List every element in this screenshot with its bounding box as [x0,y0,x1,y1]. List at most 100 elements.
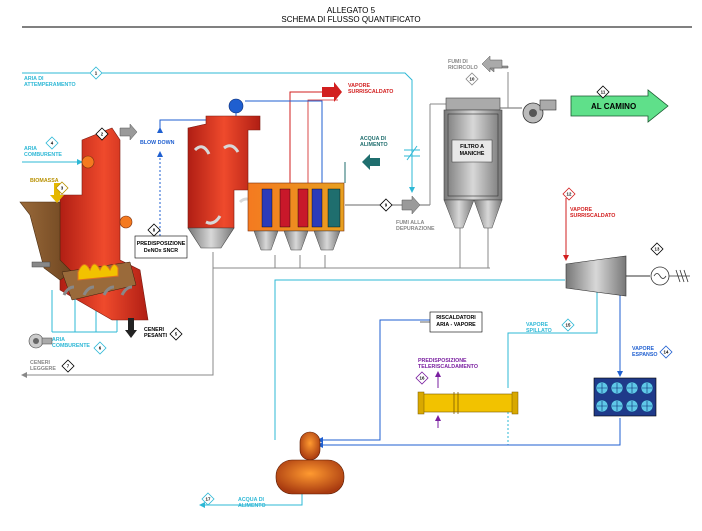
flow-number-7: 7 [61,359,75,373]
flow-number-17: 17 [201,492,215,506]
label-ceneri-leggere-1: CENERI [30,360,51,366]
label-vapore-spillato-2: SPILLATO [526,328,552,334]
acqua-in-arrow [362,154,380,170]
generator-symbol [653,273,667,279]
label-acqua-alimento-bottom-1: ACQUA DI [238,497,265,503]
biomassa-arrow [50,195,64,203]
id-fan [522,99,557,124]
steam-line-top [289,91,322,190]
label-aria-comburente-bottom-1: ARIA [52,337,65,343]
heater-return [317,319,430,443]
flow-number-14: 14 [659,345,673,359]
steam-drum [228,98,244,114]
flow-number-8: 8 [147,223,161,237]
label-vapore-espanso-1: VAPORE [632,346,654,352]
sh-bundle-3 [297,188,309,228]
label-fumi-ricircolo-1: FUMI DI [448,59,468,65]
filter-hopper-2 [473,199,503,229]
flow-number-4: 4 [45,136,59,150]
sh-bundle-1 [261,188,273,228]
label-filtro-2: MANICHE [460,151,485,157]
steam-line-2 [307,99,338,190]
turbine [565,255,627,297]
flow-number-16: 16 [415,371,429,385]
filter-inner [447,113,499,197]
conv-hopper-2 [283,230,309,251]
filter-top [445,97,501,111]
ricircolo-arrow-head [481,55,503,73]
sh-bundle-2 [279,188,291,228]
label-vapore-surriscaldato-top-1: VAPORE [348,83,370,89]
flow-number-2: 2 [95,127,109,141]
ceneri-pesanti-arrow [125,330,137,338]
label-aria-comburente-top-2: COMBURENTE [24,152,62,158]
label-vapore-espanso-2: ESPANSO [632,352,658,358]
label-aria-attemperamento-1: ARIA DI [24,76,44,82]
label-vapore-surriscaldato-right-2: SURRISCALDATO [570,213,615,219]
svg-text:9: 9 [385,203,388,208]
condenser-fan-blades [642,383,652,393]
label-fumi-depurazione-1: FUMI ALLA [396,220,425,226]
svg-text:15: 15 [566,323,571,328]
condenser-fan-blades [627,383,637,393]
svg-text:2: 2 [101,132,104,137]
label-fumi-ricircolo-2: RICIRCOLO [448,65,478,71]
vapore-out-arrow [322,82,342,102]
filter-label-box [451,139,493,163]
drum-water-2 [245,100,323,190]
label-aria-comburente-bottom-2: COMBURENTE [52,343,90,349]
label-aria-comburente-top-1: ARIA [24,146,37,152]
gas-swirl-2 [223,144,240,153]
air-nozzles [62,285,133,296]
grid-connection [669,269,690,283]
svg-text:6: 6 [99,346,102,351]
svg-text:4: 4 [51,141,54,146]
condenser-fan-blades [627,401,637,411]
header-title: ALLEGATO 5 [327,6,376,15]
label-riscaldatori-2: ARIA - VAPORE [436,322,476,328]
flow-number-6: 6 [93,341,107,355]
combustion-fan [28,333,53,349]
label-filtro-1: FILTRO A [460,144,484,150]
condenser-fan-blades [597,401,607,411]
blow-down-line [157,119,225,133]
label-ceneri-pesanti-2: PESANTI [144,333,167,339]
flow-number-13: 13 [650,242,664,256]
label-riscaldatori-1: RISCALDATORI [436,315,476,321]
label-ceneri-pesanti-1: CENERI [144,327,165,333]
condenser-fans [595,381,654,413]
label-biomassa: BIOMASSA [30,178,59,184]
svg-text:7: 7 [67,364,70,369]
label-al-camino: AL CAMINO [591,102,636,111]
svg-text:14: 14 [664,350,669,355]
economizer-bundle [327,188,341,228]
deaerator-tank [275,431,345,495]
svg-text:13: 13 [655,247,660,252]
radiant-hopper [187,227,235,249]
vapore-spillato-line [507,292,598,388]
label-aria-attemperamento-2: ATTEMPERAMENTO [24,82,76,88]
condensate-line [317,418,621,448]
denox-box [134,235,188,259]
label-vapore-surriscaldato-top-2: SURRISCALDATO [348,89,393,95]
label-vapore-spillato-1: VAPORE [526,322,548,328]
acqua-alimento-line [199,490,303,508]
gas-swirl-3 [205,215,222,225]
flue-arrow [119,123,138,141]
flow-number-11: 11 [596,85,610,99]
valve-slash [406,145,418,161]
filter-hopper-1 [443,199,475,229]
camino-arrow [570,89,669,123]
burner-top [81,155,95,169]
svg-text:3: 3 [61,186,64,191]
condenser-fan-blades [597,383,607,393]
label-teleriscaldamento-2: TELERISCALDAMENTO [418,364,478,370]
ash-drop [128,318,134,330]
svg-text:10: 10 [470,77,475,82]
attemperamento-line [22,72,413,190]
gas-swirl-1 [193,145,211,155]
evaporator-bundle [311,188,323,228]
label-fumi-depurazione-2: DEPURAZIONE [396,226,435,232]
svg-text:11: 11 [601,90,606,95]
cyan-return-line [274,279,565,440]
